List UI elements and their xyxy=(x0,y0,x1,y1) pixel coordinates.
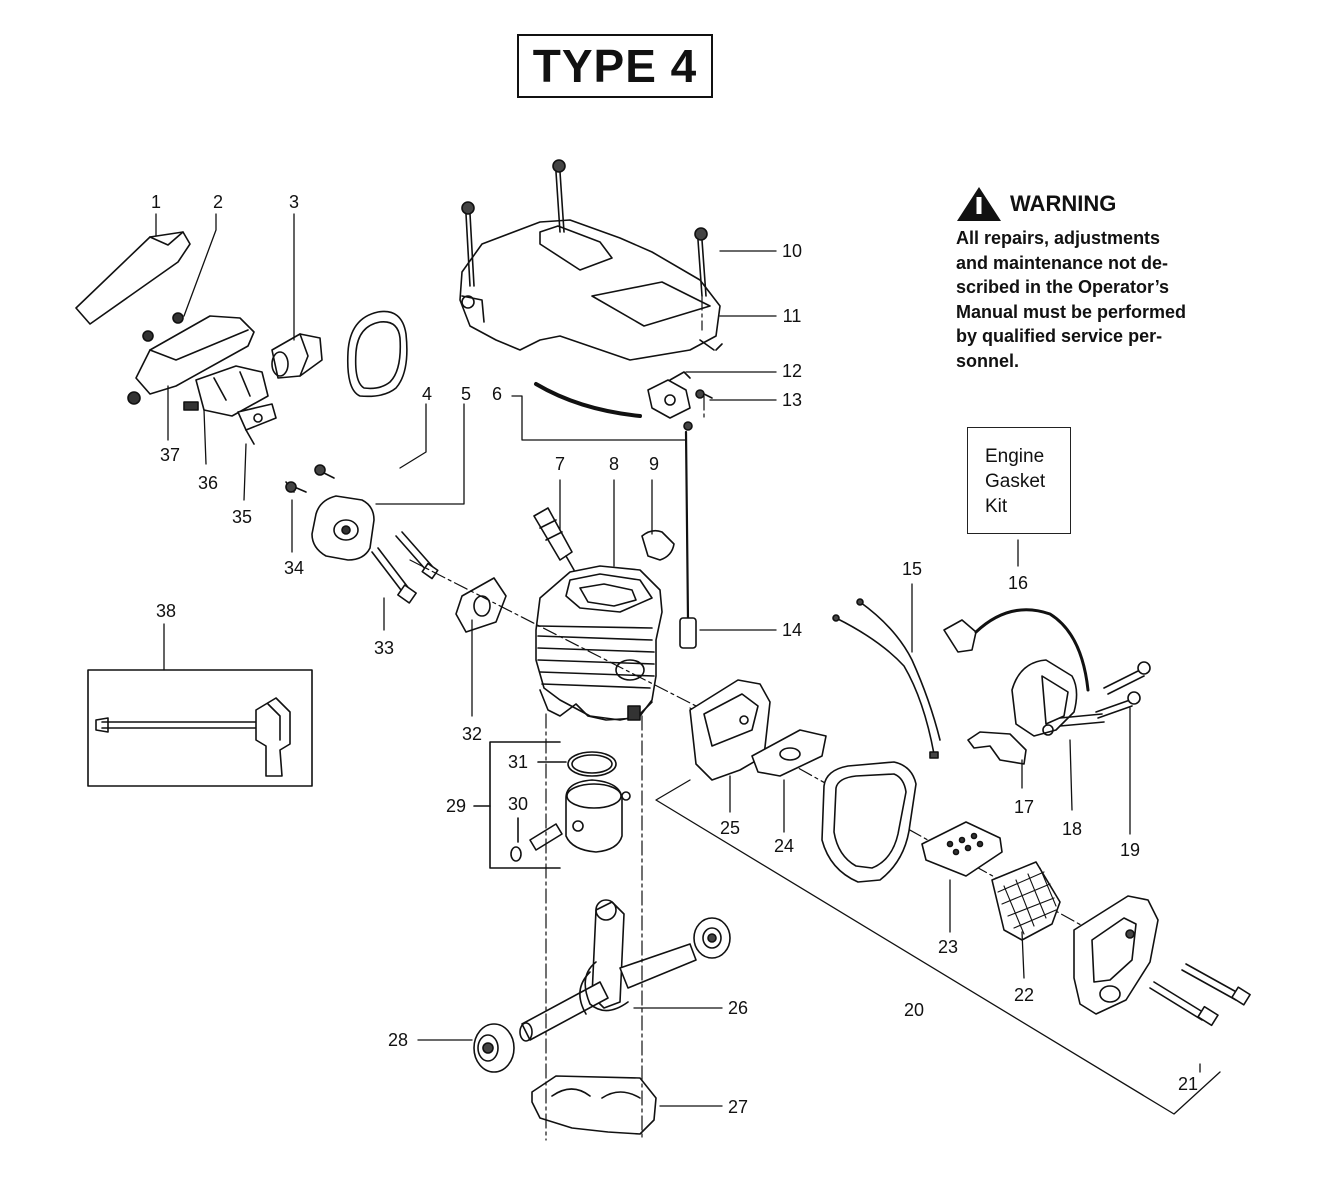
part-26-bearing xyxy=(693,917,731,959)
callout-labels: 1 2 3 4 5 6 7 8 9 10 11 12 13 14 15 16 1… xyxy=(151,192,1198,1117)
part-carburetor-assembly xyxy=(127,312,323,445)
callout-16: 16 xyxy=(1008,573,1028,593)
part-34-screws xyxy=(285,464,335,493)
callout-34: 34 xyxy=(284,558,304,578)
kit-line: Gasket xyxy=(985,471,1046,492)
callout-21: 21 xyxy=(1178,1074,1198,1094)
callout-9: 9 xyxy=(649,454,659,474)
part-muffler-body xyxy=(821,761,917,883)
callout-6: 6 xyxy=(492,384,502,404)
part-8-cylinder xyxy=(535,565,663,721)
warning-line: All repairs, adjustments xyxy=(956,228,1161,248)
callout-19: 19 xyxy=(1120,840,1140,860)
callout-3: 3 xyxy=(289,192,299,212)
callout-31: 31 xyxy=(508,752,528,772)
part-17-bracket xyxy=(967,731,1027,765)
callout-36: 36 xyxy=(198,473,218,493)
callout-4: 4 xyxy=(422,384,432,404)
part-27-crankcase xyxy=(531,1075,657,1135)
part-4-intake-boot xyxy=(346,310,408,398)
diagram-title: TYPE 4 xyxy=(517,34,713,98)
callout-14: 14 xyxy=(782,620,802,640)
leader-lines xyxy=(155,213,1221,1115)
part-10-cover-screws xyxy=(461,159,708,297)
part-18-ignition-module xyxy=(943,608,1105,737)
callout-2: 2 xyxy=(213,192,223,212)
warning-line: and maintenance not de- xyxy=(956,252,1169,273)
warning-notice: WARNING All repairs, adjustments and mai… xyxy=(956,186,1242,374)
part-15-wiring xyxy=(832,598,941,759)
warning-line: by qualified service per- xyxy=(956,326,1163,347)
callout-17: 17 xyxy=(1014,797,1034,817)
callout-1: 1 xyxy=(151,192,161,212)
part-1-filter-cover xyxy=(75,231,191,325)
callout-28: 28 xyxy=(388,1030,408,1050)
callout-11: 11 xyxy=(783,306,802,326)
kit-line: Kit xyxy=(985,496,1008,517)
part-20-muffler-cover xyxy=(1073,895,1159,1015)
callout-27: 27 xyxy=(728,1097,748,1117)
part-31-piston-ring xyxy=(567,751,617,777)
callout-23: 23 xyxy=(938,937,958,957)
callout-38: 38 xyxy=(156,601,176,621)
part-29-piston xyxy=(565,779,631,853)
callout-33: 33 xyxy=(374,638,394,658)
part-26-crankshaft xyxy=(519,899,697,1042)
warning-triangle-icon xyxy=(957,187,1001,221)
part-9-plug xyxy=(641,529,675,561)
callout-8: 8 xyxy=(609,454,619,474)
part-19-screws xyxy=(1095,661,1151,719)
callout-12: 12 xyxy=(782,361,802,381)
warning-heading-text: WARNING xyxy=(1010,191,1117,216)
part-11-top-cover xyxy=(459,219,723,361)
callout-35: 35 xyxy=(232,507,252,527)
part-38-tool-box xyxy=(87,669,313,787)
warning-heading: WARNING xyxy=(956,186,1242,222)
warning-line: scribed in the Operator’s xyxy=(956,277,1170,298)
warning-text: All repairs, adjustments and maintenance… xyxy=(956,226,1242,374)
warning-line: sonnel. xyxy=(956,350,1020,371)
callout-18: 18 xyxy=(1062,819,1082,839)
warning-line: Manual must be performed xyxy=(956,301,1187,322)
callout-10: 10 xyxy=(782,241,802,261)
part-6-hose xyxy=(534,379,643,418)
callout-24: 24 xyxy=(774,836,794,856)
callout-22: 22 xyxy=(1014,985,1034,1005)
kit-line: Engine xyxy=(985,446,1045,467)
callout-20: 20 xyxy=(904,1000,924,1020)
part-5-adapter xyxy=(311,495,375,561)
callout-5: 5 xyxy=(461,384,471,404)
part-23-bracket xyxy=(921,821,1003,877)
part-7-spark-plug xyxy=(533,507,575,571)
callout-25: 25 xyxy=(720,818,740,838)
part-28-bearing xyxy=(473,1023,515,1073)
callout-13: 13 xyxy=(782,390,802,410)
callout-30: 30 xyxy=(508,794,528,814)
callout-32: 32 xyxy=(462,724,482,744)
callout-15: 15 xyxy=(902,559,922,579)
callout-29: 29 xyxy=(446,796,466,816)
part-24-gasket xyxy=(751,729,827,777)
part-33-bolts xyxy=(371,531,439,604)
part-14-ground-lead xyxy=(679,421,697,649)
part-21-bolts xyxy=(1149,963,1251,1027)
part-32-gasket xyxy=(455,577,507,633)
part-22-screen xyxy=(991,861,1061,941)
callout-7: 7 xyxy=(555,454,565,474)
callout-26: 26 xyxy=(728,998,748,1018)
part-30-pin-clips xyxy=(510,823,563,862)
engine-gasket-kit-box: Engine Gasket Kit xyxy=(967,427,1071,534)
callout-37: 37 xyxy=(160,445,180,465)
part-12-valve xyxy=(647,371,713,419)
